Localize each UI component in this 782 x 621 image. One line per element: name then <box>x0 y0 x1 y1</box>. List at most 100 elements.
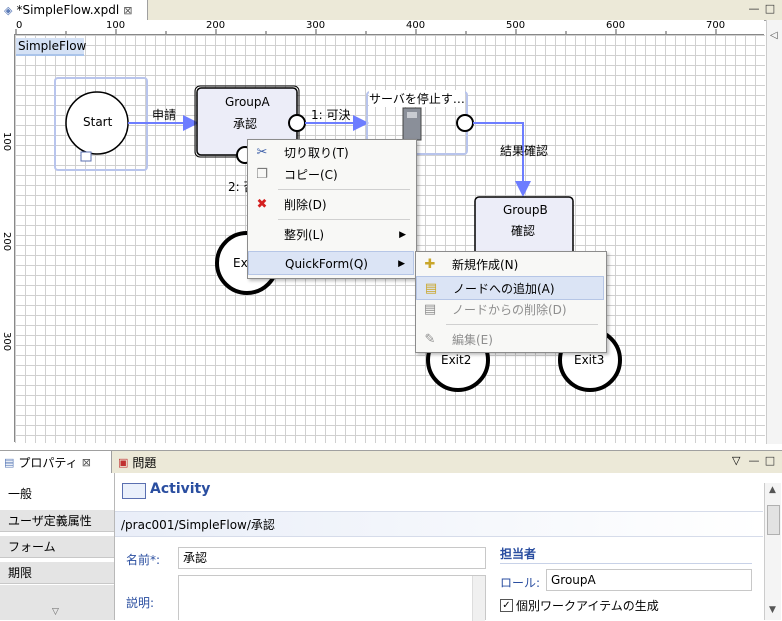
scroll-down-icon[interactable]: ▼ <box>769 605 776 615</box>
problems-icon: ▣ <box>118 455 129 469</box>
scroll-up-icon[interactable]: ▲ <box>769 485 776 495</box>
minimize-icon[interactable]: — <box>748 2 760 15</box>
menu-item-copy[interactable]: ❐ コピー(C) <box>248 163 414 187</box>
canvas-vertical-scrollbar[interactable]: ◁ <box>766 20 782 444</box>
assignee-divider <box>500 563 752 564</box>
menu-item-label: 切り取り(T) <box>284 146 349 160</box>
menu-item-label: 削除(D) <box>284 198 327 212</box>
description-scrollbar[interactable] <box>472 576 485 621</box>
description-textarea[interactable] <box>178 575 486 621</box>
close-tab-icon[interactable]: ⊠ <box>123 3 133 17</box>
submenu-item-edit[interactable]: ✎ 編集(E) <box>416 328 604 352</box>
add-form-icon: ▤ <box>424 281 438 296</box>
ruler-tick-label: 100 <box>106 20 126 31</box>
server-node-label: サーバを停止す… <box>369 90 465 107</box>
submenu-item-new[interactable]: ✚ 新規作成(N) <box>416 253 604 277</box>
properties-tab-bar: ▤ プロパティ ⊠ ▣ 問題 ▽ — □ <box>0 450 782 474</box>
start-node-label: Start <box>83 115 113 129</box>
editor-tab-title: *SimpleFlow.xpdl <box>16 3 120 17</box>
menu-item-delete[interactable]: ✖ 削除(D) <box>248 193 414 217</box>
view-menu-icon[interactable]: ▽ <box>732 454 741 467</box>
activity-icon <box>122 483 146 499</box>
palette-toggle-icon[interactable]: ◁ <box>770 30 778 41</box>
ruler-tick-label: 300 <box>306 20 326 31</box>
new-form-icon: ✚ <box>424 257 436 272</box>
properties-scrollbar[interactable]: ▲ ▼ <box>764 483 781 620</box>
name-label: 名前*: <box>126 553 161 567</box>
problems-tab-label: 問題 <box>132 455 157 470</box>
maximize-icon[interactable]: □ <box>764 454 776 467</box>
ruler-tick-label: 200 <box>206 20 226 31</box>
props-tab-deadline[interactable]: 期限 <box>0 562 114 584</box>
props-divider <box>114 473 115 620</box>
edit-form-icon: ✎ <box>424 332 436 347</box>
activity-path: /prac001/SimpleFlow/承認 <box>121 518 275 532</box>
props-tab-filler: ▽ <box>0 585 114 620</box>
ruler-tick-label: 700 <box>706 20 726 31</box>
groupa-title: GroupA <box>225 95 270 109</box>
context-menu: ✂ 切り取り(T) ❐ コピー(C) ✖ 削除(D) 整列(L) ▶ Quick… <box>247 139 417 279</box>
properties-icon: ▤ <box>4 455 15 469</box>
ruler-tick-label: 400 <box>406 20 426 31</box>
role-label: ロール: <box>500 576 541 590</box>
edge-result-check <box>473 122 531 197</box>
server-icon-face <box>407 112 417 118</box>
properties-panel: 一般 ユーザ定義属性 フォーム 期限 ▽ Activity /prac001/S… <box>0 473 782 621</box>
menu-separator <box>278 219 410 220</box>
problems-tab[interactable]: ▣ 問題 <box>118 451 156 473</box>
submenu-item-remove-from-node[interactable]: ▤ ノードからの削除(D) <box>416 298 604 322</box>
ruler-tick-label: 200 <box>1 232 12 252</box>
submenu-item-label: 新規作成(N) <box>452 258 519 272</box>
flow-name-label[interactable]: SimpleFlow <box>16 38 86 56</box>
props-tab-general[interactable]: 一般 <box>0 483 114 505</box>
submenu-arrow-icon: ▶ <box>399 230 406 240</box>
remove-form-icon: ▤ <box>423 302 437 317</box>
menu-item-label: コピー(C) <box>284 168 338 182</box>
groupa-subtitle: 承認 <box>233 117 258 131</box>
props-tab-form[interactable]: フォーム <box>0 536 114 558</box>
submenu-item-label: ノードへの追加(A) <box>453 282 555 296</box>
submenu-item-add-to-node[interactable]: ▤ ノードへの追加(A) <box>416 276 604 300</box>
maximize-icon[interactable]: □ <box>764 2 776 15</box>
close-tab-icon[interactable]: ⊠ <box>81 455 91 469</box>
ruler-top: 0 100 200 300 400 500 600 700 <box>8 20 764 35</box>
ruler-top-ticks <box>15 29 717 34</box>
individual-workitem-checkbox[interactable]: ✓ <box>500 599 513 612</box>
menu-item-cut[interactable]: ✂ 切り取り(T) <box>248 141 414 165</box>
ruler-tick-label: 100 <box>1 132 12 152</box>
name-input[interactable]: 承認 <box>178 547 486 569</box>
role-input[interactable]: GroupA <box>546 569 752 591</box>
submenu-item-label: 編集(E) <box>452 333 493 347</box>
groupb-title: GroupB <box>503 203 548 217</box>
quickform-submenu: ✚ 新規作成(N) ▤ ノードへの追加(A) ▤ ノードからの削除(D) ✎ 編… <box>415 251 607 353</box>
menu-item-label: QuickForm(Q) <box>285 257 368 271</box>
edge-result-check-label: 結果確認 <box>500 144 549 158</box>
edge-approve-label: 1: 可決 <box>311 108 351 122</box>
menu-separator <box>278 189 410 190</box>
ruler-tick-label: 500 <box>506 20 526 31</box>
menu-item-quickform[interactable]: QuickForm(Q) ▶ <box>248 251 414 275</box>
submenu-item-label: ノードからの削除(D) <box>452 303 567 317</box>
copy-icon: ❐ <box>256 167 268 182</box>
ruler-tick-label: 300 <box>1 332 12 352</box>
exit1-label: Exi <box>233 256 252 270</box>
server-out-port <box>456 114 474 132</box>
section-title: Activity <box>150 481 211 497</box>
menu-item-align[interactable]: 整列(L) ▶ <box>248 223 414 247</box>
path-bar: /prac001/SimpleFlow/承認 <box>115 511 763 537</box>
minimize-icon[interactable]: — <box>748 454 760 467</box>
scrollbar-thumb[interactable] <box>767 505 780 535</box>
start-sub-icon <box>80 151 92 162</box>
menu-separator <box>446 324 598 325</box>
edge-apply-label: 申請 <box>152 108 177 122</box>
scissors-icon: ✂ <box>256 145 268 160</box>
xpdl-file-icon: ◈ <box>4 3 13 17</box>
properties-tab-label: プロパティ <box>18 455 78 470</box>
scroll-down-icon[interactable]: ▽ <box>52 607 59 617</box>
props-tab-user-attributes[interactable]: ユーザ定義属性 <box>0 510 114 532</box>
ruler-left: 100 200 300 <box>0 34 15 442</box>
individual-workitem-label: 個別ワークアイテムの生成 <box>516 599 659 613</box>
ruler-corner <box>0 20 8 35</box>
editor-tab-simpleflow[interactable]: ◈ *SimpleFlow.xpdl ⊠ <box>0 0 148 20</box>
properties-tab[interactable]: ▤ プロパティ ⊠ <box>0 451 112 473</box>
